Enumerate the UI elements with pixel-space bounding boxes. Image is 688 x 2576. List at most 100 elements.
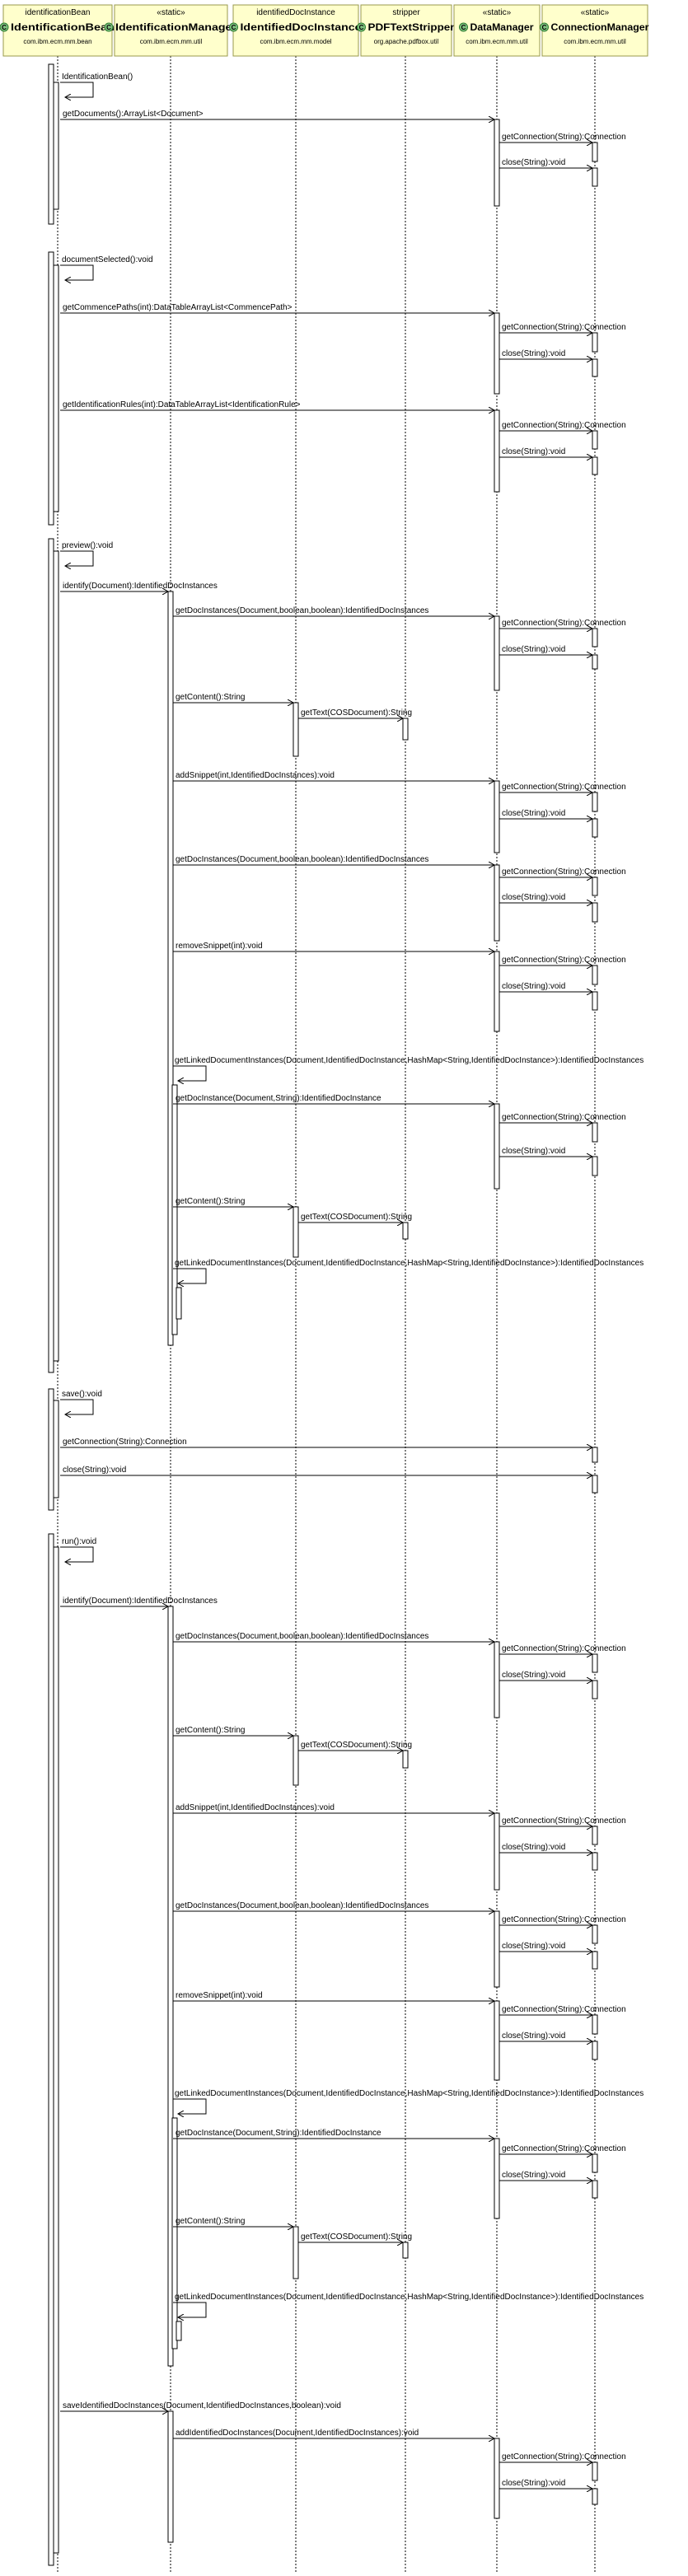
message: close(String):void [499,893,592,903]
participant-stereotype: identifiedDocInstance [256,8,335,17]
class-icon-letter: C [461,24,466,31]
class-icon [540,22,549,32]
participant-package: com.ibm.ecm.mm.util [140,38,203,45]
participant-box [232,4,359,57]
message-label: getConnection(String):Connection [502,1113,626,1122]
participant-stereotype: «static» [483,8,512,17]
message: getDocInstance(Document,String):Identifi… [173,2129,494,2139]
message-label: IdentificationBean() [62,72,133,82]
activation-bar-cm [592,1680,598,1699]
message: getDocInstances(Document,boolean,boolean… [173,606,494,616]
message: getIdentificationRules(int):DataTableArr… [60,400,494,410]
activation-bar-dm [494,119,500,207]
message-label: saveIdentifiedDocInstances(Document,Iden… [63,2401,341,2410]
message-label: getConnection(String):Connection [502,956,626,965]
message-label: run():void [62,1537,96,1546]
participant-name: IdentificationBean [11,21,115,33]
activation-bar-dm [494,1103,500,1190]
message-label: getConnection(String):Connection [63,1438,187,1447]
message-label: close(String):void [502,1671,565,1680]
message: getContent():String [173,2217,293,2227]
message: close(String):void [499,1671,592,1681]
message: getConnection(String):Connection [60,1438,592,1447]
activation-bar-inst [293,702,299,757]
message-label: getText(COSDocument):String [301,1741,412,1750]
activation-bar-cm [592,167,598,187]
message-label: getDocuments():ArrayList<Document> [63,110,204,119]
message: getLinkedDocumentInstances(Document,Iden… [173,1056,644,1081]
class-icon-letter: C [2,24,7,31]
activation-bar-bean [48,251,54,526]
message-label: removeSnippet(int):void [176,1991,263,2000]
message: close(String):void [499,982,592,992]
message: getContent():String [173,693,293,703]
message-label: getConnection(String):Connection [502,867,626,877]
message-label: getDocInstances(Document,boolean,boolean… [176,855,428,864]
message-label: addSnippet(int,IdentifiedDocInstances):v… [176,771,335,780]
activation-bar-bean [48,1388,54,1511]
message: identify(Document):IdentifiedDocInstance… [60,582,218,591]
message-label: removeSnippet(int):void [176,942,263,951]
activation-bar-strip [402,1750,409,1769]
participant-stereotype: stripper [392,8,420,17]
activation-bar-bean [53,264,59,512]
message: getConnection(String):Connection [499,956,626,965]
self-call-arrow [60,82,94,97]
message: close(String):void [499,447,592,457]
message-label: getLinkedDocumentInstances(Document,Iden… [175,1056,644,1065]
message: getText(COSDocument):String [298,1213,412,1223]
participant-name: DataManager [470,21,534,33]
self-call-arrow [60,1546,94,1562]
message-label: close(String):void [502,349,565,358]
activation-bar-cm [592,792,598,812]
activation-bar-bean [53,82,59,210]
message-label: close(String):void [502,2479,565,2488]
activation-bar-bean [48,538,54,1373]
message-label: addIdentifiedDocInstances(Document,Ident… [176,2429,419,2438]
message: getConnection(String):Connection [499,2005,626,2015]
message-label: getText(COSDocument):String [301,708,412,718]
class-icon [229,22,238,32]
message-label: getIdentificationRules(int):DataTableArr… [63,400,301,409]
activation-bar-mgr [176,2321,182,2341]
message-label: getLinkedDocumentInstances(Document,Iden… [175,2293,644,2302]
participant-name: IdentifiedDocInstance [241,21,362,33]
message: saveIdentifiedDocInstances(Document,Iden… [60,2401,341,2411]
activation-bar-bean [53,550,59,1362]
message: getDocInstances(Document,boolean,boolean… [173,1901,494,1911]
message: getConnection(String):Connection [499,783,626,792]
participant-box [2,4,113,57]
class-icon-letter: C [542,24,547,31]
message: addSnippet(int,IdentifiedDocInstances):v… [173,1803,494,1813]
activation-bar-cm [592,332,598,353]
self-call-arrow [60,264,94,280]
self-call-arrow [60,550,94,566]
activation-bar-mgr [167,2410,174,2543]
message: getConnection(String):Connection [499,867,626,877]
activation-bar-dm [494,2438,500,2519]
activation-bar-dm [494,2138,500,2219]
activation-bar-bean [48,1533,54,2566]
lifelines [57,56,596,2572]
self-call-arrow [173,1268,207,1283]
message-label: getLinkedDocumentInstances(Document,Iden… [175,2089,644,2098]
message-label: getLinkedDocumentInstances(Document,Iden… [175,1259,644,1268]
participant-package: com.ibm.ecm.mm.model [260,38,331,45]
message: IdentificationBean() [60,72,133,97]
message-label: preview():void [62,541,113,550]
message-label: getDocInstance(Document,String):Identifi… [176,2129,381,2138]
message: getConnection(String):Connection [499,2144,626,2154]
message: getConnection(String):Connection [499,1816,626,1826]
activation-bar-cm [592,2041,598,2060]
message: close(String):void [499,158,592,168]
activation-bar-inst [293,2226,299,2279]
message: getConnection(String):Connection [499,133,626,143]
message-label: close(String):void [502,893,565,902]
activation-bar-mgr [176,1287,182,1320]
message: getDocuments():ArrayList<Document> [60,110,494,119]
activation-bar-cm [592,628,598,648]
participant-box [453,4,541,57]
